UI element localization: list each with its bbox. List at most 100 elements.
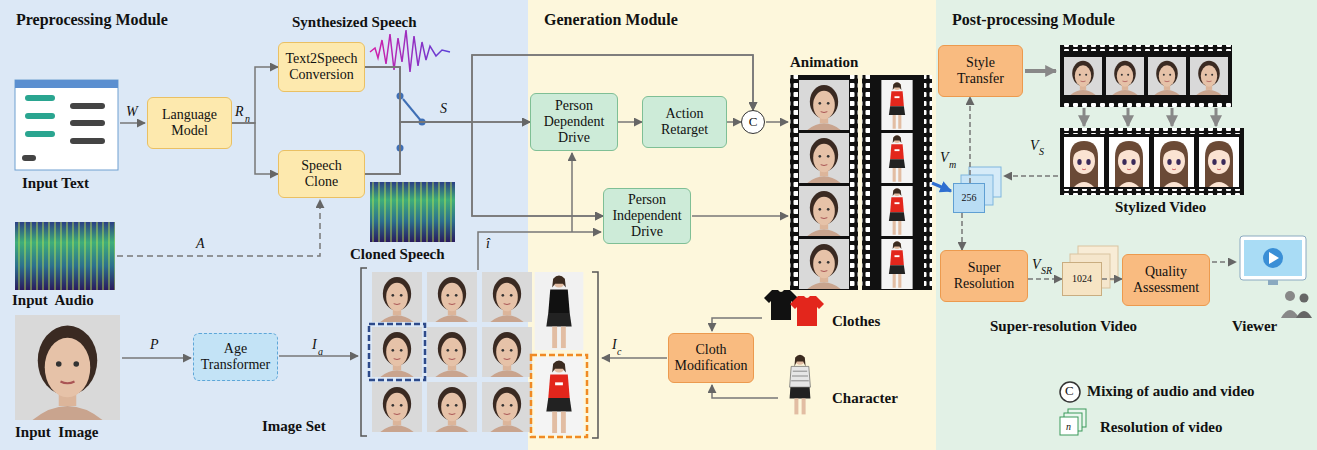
text-label: Viewer — [1232, 318, 1277, 335]
character-figure — [790, 355, 811, 415]
resolution-frame: 256 — [953, 183, 985, 213]
symbol-letter: C — [1065, 384, 1074, 398]
text-label: Viewer — [1232, 318, 1277, 335]
box-label: Speech Clone — [283, 158, 360, 189]
text-label: î — [486, 236, 490, 251]
legend-symbol — [1060, 382, 1086, 435]
text-label: Super-resolution Video — [990, 318, 1137, 335]
box-label: Style Transfer — [943, 55, 1018, 86]
text-label: Input Text — [22, 175, 89, 192]
connector — [365, 122, 530, 174]
box-label: Age Transformer — [198, 341, 273, 372]
text-label: Stylized Video — [1115, 199, 1206, 216]
stylized-strip — [1060, 45, 1244, 195]
stylized-strip — [1060, 128, 1244, 195]
subscript: S — [1039, 146, 1044, 157]
animation-strip — [850, 75, 858, 290]
animation-strip — [790, 75, 932, 290]
stylized-strip — [1190, 57, 1228, 95]
connector — [618, 121, 642, 123]
process-box: Person Independent Drive — [603, 188, 691, 244]
wire — [117, 122, 1236, 398]
input-face — [15, 315, 120, 420]
image-set — [372, 382, 422, 432]
spectrogram — [15, 222, 115, 290]
text-label: V — [940, 150, 949, 165]
viewer-icon — [1244, 240, 1302, 276]
text-label: Input Image — [15, 424, 98, 441]
style-arrow — [1215, 108, 1218, 126]
frame-stack — [1078, 246, 1118, 280]
subscript: SR — [1041, 265, 1052, 276]
subscript: SR — [1041, 265, 1052, 276]
process-box: Quality Assessment — [1122, 254, 1210, 306]
viewer-icon — [1240, 236, 1312, 318]
input-text-icon — [15, 80, 118, 170]
stylized-strip — [1199, 137, 1239, 187]
text-label: R — [235, 104, 244, 119]
waveform — [370, 30, 450, 72]
text-label: Image Set — [262, 418, 326, 435]
text-label: V — [1032, 257, 1041, 272]
text-label: Cloned Speech — [350, 246, 445, 263]
animation-strip — [790, 75, 798, 290]
text-label: Input Audio — [12, 292, 94, 309]
viewer-icon — [1269, 252, 1279, 264]
box-label: Language Model — [152, 107, 227, 138]
legend-text: Mixing of audio and video — [1087, 383, 1255, 400]
animation-strip — [799, 80, 849, 130]
dressed-person — [535, 357, 584, 435]
style-arrow — [1083, 108, 1086, 126]
animation-strip — [799, 133, 849, 183]
stylized-strip — [1109, 137, 1149, 187]
box-label: Person Independent Drive — [608, 192, 686, 239]
stylized-strip — [1060, 128, 1244, 134]
connector — [365, 55, 753, 122]
image-set — [427, 382, 477, 432]
legend-text: Resolution of video — [1100, 419, 1223, 436]
style-arrow — [1127, 108, 1130, 126]
connector-layer — [232, 55, 1122, 279]
input-text-icon — [25, 113, 55, 119]
subscript: a — [318, 346, 323, 357]
text-label: Animation — [790, 54, 858, 71]
process-box: Action Retarget — [642, 96, 727, 148]
wire — [602, 357, 667, 359]
input-text-icon — [70, 138, 105, 144]
animation-strip — [862, 75, 870, 290]
resolution-frame: 1024 — [1062, 262, 1102, 296]
stylized-strip — [1148, 57, 1186, 95]
stylized-strip — [1060, 189, 1244, 195]
style-arrow — [1025, 71, 1216, 126]
stylized-strip — [1064, 57, 1102, 95]
input-text-icon — [70, 103, 105, 109]
connector — [232, 67, 278, 123]
text-label: I — [612, 337, 617, 352]
text-label: î — [486, 236, 490, 251]
image-set — [372, 272, 422, 322]
mix-symbol: C — [741, 110, 765, 134]
connector — [727, 121, 741, 123]
image-set — [427, 272, 477, 322]
text-label: Input Audio — [12, 292, 94, 309]
process-box: Age Transformer — [193, 333, 278, 381]
text-label: Synthesized Speech — [292, 14, 417, 31]
text-label: I — [312, 337, 317, 352]
text-label: S — [440, 101, 447, 116]
text-label: V — [1030, 138, 1039, 153]
switch — [403, 99, 422, 122]
legend-text: Resolution of video — [1100, 419, 1223, 436]
wire — [122, 357, 191, 359]
viewer-icon — [1281, 310, 1299, 318]
text-label: Animation — [790, 54, 858, 71]
input-text-icon — [15, 80, 118, 88]
text-label: P — [150, 337, 159, 352]
text-label: Character — [832, 390, 898, 407]
input-text-icon — [70, 120, 105, 126]
legend-symbol — [1060, 417, 1078, 435]
subscript: m — [949, 159, 956, 170]
input-text-icon — [22, 155, 36, 161]
text-label: A — [196, 236, 205, 251]
subscript: S — [1039, 146, 1044, 157]
image-set — [369, 324, 425, 380]
